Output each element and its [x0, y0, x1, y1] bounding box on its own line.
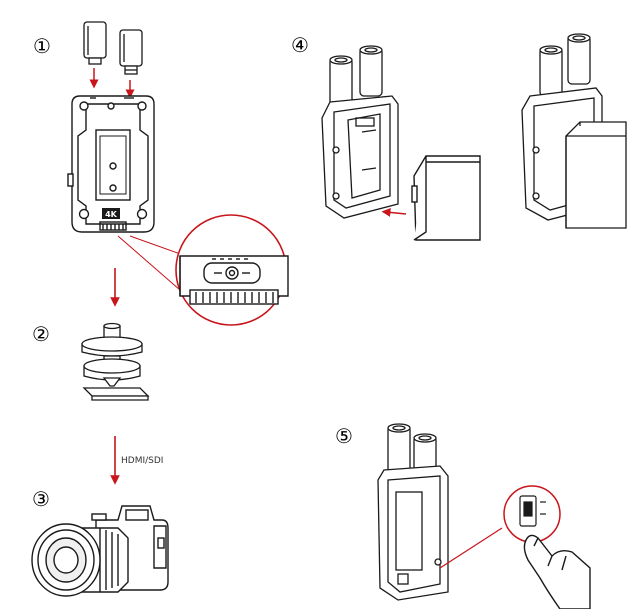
- step-4-number: ④: [291, 33, 309, 57]
- step-5-number: ⑤: [335, 424, 353, 448]
- antenna-left: [83, 21, 107, 65]
- 4k-badge-label: 4K: [105, 210, 118, 219]
- hdmi-sdi-label: HDMI/SDI: [121, 456, 163, 466]
- antenna-right: [119, 29, 143, 75]
- camera-lens: [31, 523, 101, 597]
- transmitter-with-battery: [521, 33, 627, 229]
- mounting-plate-detail: [179, 255, 289, 305]
- cold-shoe-adapter: [81, 322, 150, 401]
- transmitter-power-view: [377, 423, 503, 601]
- transmitter-rear-view: [67, 95, 155, 233]
- step-3-number: ③: [32, 487, 50, 511]
- hand-pointer: [523, 534, 591, 610]
- battery-loose: [411, 155, 481, 241]
- 4k-badge: [102, 208, 120, 219]
- zoom-callout-lines: [117, 235, 187, 291]
- step-1-number: ①: [33, 34, 51, 58]
- transmitter-with-antennas-a: [321, 45, 399, 219]
- power-switch-detail: [519, 495, 546, 527]
- mounting-plate-vents: [195, 258, 274, 303]
- step-2-number: ②: [32, 322, 50, 346]
- battery-insert-arrow: [381, 207, 407, 217]
